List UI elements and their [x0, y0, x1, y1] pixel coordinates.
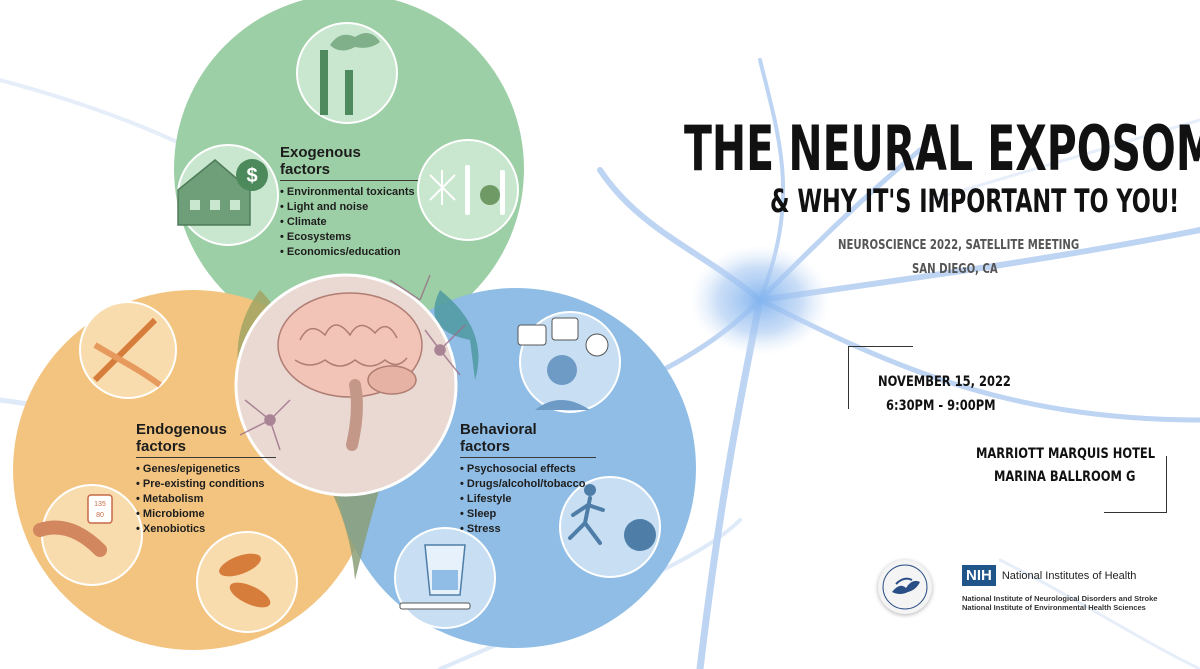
behavioral-label: Behavioral factors Psychosocial effectsD… [460, 421, 596, 537]
exposome-venn-diagram: $ 135 80 [13, 0, 696, 650]
factory-smokestack-icon [296, 22, 398, 124]
endogenous-divider [136, 457, 276, 458]
bacteria-icon [196, 531, 298, 633]
venue-bracket [1104, 456, 1167, 513]
endogenous-title: Endogenous factors [136, 421, 276, 455]
behavioral-factor-item: Drugs/alcohol/tobacco [460, 477, 596, 492]
neuron-cells-icon [239, 274, 466, 451]
exogenous-factor-item: Environmental toxicants [280, 185, 418, 200]
exogenous-factor-item: Economics/education [280, 245, 418, 260]
event-time: 6:30PM - 9:00PM [886, 398, 996, 414]
behavioral-list: Psychosocial effectsDrugs/alcohol/tobacc… [460, 462, 596, 537]
nih-abbreviation: NIH [962, 565, 996, 586]
event-subtitle: & WHY IT'S IMPORTANT TO YOU! [770, 182, 1180, 220]
meeting-location: SAN DIEGO, CA [912, 262, 998, 277]
behavioral-title: Behavioral factors [460, 421, 596, 455]
behavioral-title-line1: Behavioral [460, 421, 537, 438]
endogenous-factor-item: Pre-existing conditions [136, 477, 276, 492]
exogenous-factor-item: Ecosystems [280, 230, 418, 245]
behavioral-factor-item: Lifestyle [460, 492, 596, 507]
endogenous-title-line1: Endogenous [136, 421, 227, 438]
blood-pressure-cuff-icon: 135 80 [33, 484, 143, 586]
behavioral-factor-item: Stress [460, 522, 596, 537]
exogenous-circle [174, 0, 524, 344]
behavioral-divider [460, 457, 596, 458]
stressed-person-icon [517, 311, 621, 413]
exogenous-title-line1: Exogenous [280, 144, 361, 161]
nih-logo: NIH National Institutes of Health [962, 565, 1136, 586]
exogenous-factor-item: Light and noise [280, 200, 418, 215]
hhs-eagle-icon [882, 564, 928, 610]
brain-icon [277, 292, 423, 451]
endo-beh-overlap [320, 470, 385, 580]
hhs-seal-logo [878, 560, 932, 614]
endogenous-list: Genes/epigeneticsPre-existing conditions… [136, 462, 276, 537]
neuron-soma [690, 245, 830, 355]
niehs-name: National Institute of Environmental Heal… [962, 603, 1146, 612]
exogenous-list: Environmental toxicantsLight and noiseCl… [280, 185, 418, 260]
event-title: THE NEURAL EXPOSOME [684, 112, 1200, 185]
nih-full-name: National Institutes of Health [1001, 569, 1137, 582]
ninds-name: National Institute of Neurological Disor… [962, 594, 1158, 603]
endogenous-label: Endogenous factors Genes/epigeneticsPre-… [136, 421, 276, 537]
event-date: NOVEMBER 15, 2022 [878, 374, 1011, 390]
exogenous-factor-item: Climate [280, 215, 418, 230]
schedule-bracket [848, 346, 913, 409]
climate-thermometer-icon [417, 139, 519, 241]
glass-cigarette-icon [394, 527, 496, 629]
venue-name: MARRIOTT MARQUIS HOTEL [976, 446, 1156, 462]
behavioral-factor-item: Psychosocial effects [460, 462, 596, 477]
exogenous-divider [280, 180, 418, 181]
bp-reading-bottom: 80 [96, 512, 104, 519]
dna-helix-icon [79, 301, 177, 399]
endogenous-factor-item: Genes/epigenetics [136, 462, 276, 477]
endogenous-factor-item: Microbiome [136, 507, 276, 522]
dollar-sign: $ [246, 165, 257, 187]
endogenous-title-line2: factors [136, 438, 187, 455]
exogenous-title-line2: factors [280, 161, 331, 178]
endogenous-factor-item: Metabolism [136, 492, 276, 507]
exo-beh-overlap [434, 290, 479, 380]
venue-room: MARINA BALLROOM G [994, 469, 1136, 485]
behavioral-factor-item: Sleep [460, 507, 596, 522]
meeting-name: NEUROSCIENCE 2022, SATELLITE MEETING [838, 238, 1080, 253]
bp-reading-top: 135 [94, 501, 106, 508]
house-icon [177, 144, 279, 246]
dollar-coin-icon: $ [236, 159, 268, 191]
exogenous-title: Exogenous factors [280, 144, 418, 178]
endogenous-factor-item: Xenobiotics [136, 522, 276, 537]
exogenous-label: Exogenous factors Environmental toxicant… [280, 144, 418, 260]
behavioral-title-line2: factors [460, 438, 511, 455]
